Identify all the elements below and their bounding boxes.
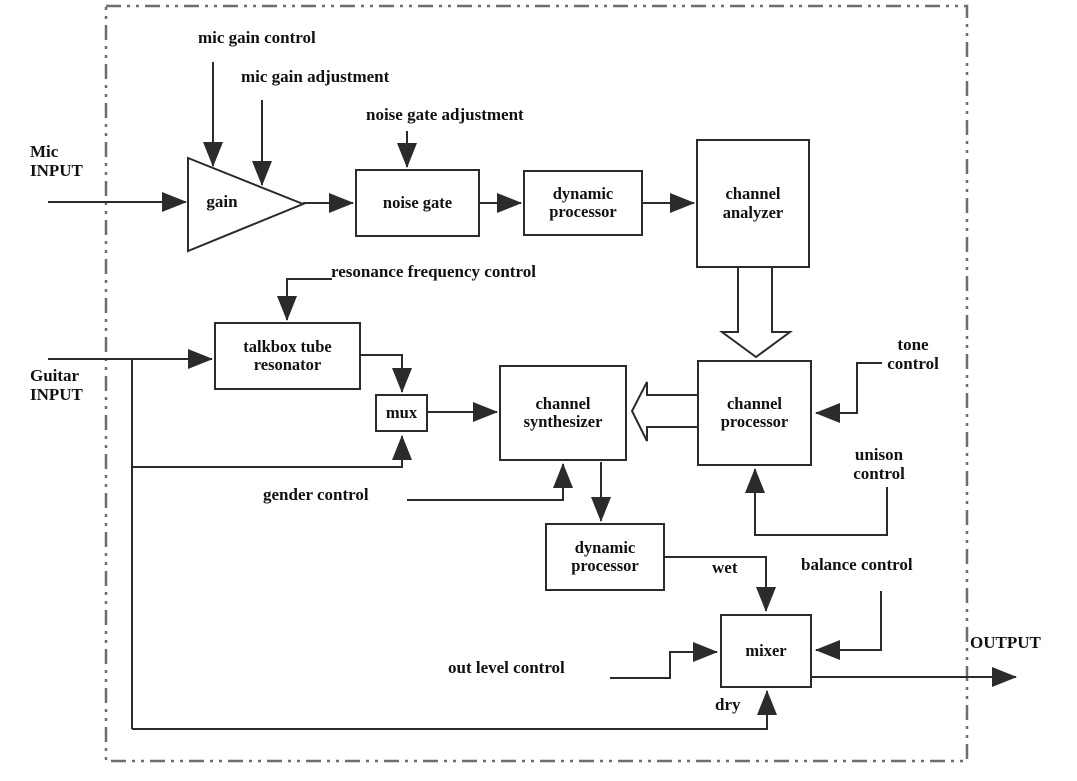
block-dynamic-processor-top: dynamic processor [523, 170, 643, 236]
label-output: OUTPUT [970, 633, 1041, 652]
hollow-arrow-analyzer-to-processor [718, 268, 794, 359]
arrow-out-level-control-to-mixer [610, 642, 718, 679]
label-wet: wet [712, 558, 738, 577]
block-channel-synthesizer: channel synthesizer [499, 365, 627, 461]
arrow-balance-control-to-mixer [815, 591, 882, 660]
hollow-arrow-processor-to-synthesizer [630, 381, 697, 442]
label-resonance-frequency-control: resonance frequency control [331, 262, 536, 281]
system-boundary-dashed-border [104, 4, 969, 763]
gain-amplifier-triangle [187, 156, 306, 253]
block-channel-analyzer: channel analyzer [696, 139, 810, 268]
label-mic-gain-adjustment: mic gain adjustment [241, 67, 390, 86]
block-dynamic-processor-bottom: dynamic processor [545, 523, 665, 591]
arrow-talkbox-to-mux [361, 354, 412, 393]
arrow-wet-to-mixer [665, 556, 776, 612]
block-gain-label: gain [206, 192, 238, 211]
label-out-level-control: out level control [448, 658, 565, 677]
block-mixer: mixer [720, 614, 812, 688]
label-mic-gain-control: mic gain control [198, 28, 316, 47]
label-guitar-input: Guitar INPUT [30, 366, 83, 404]
arrow-unison-control-to-channel-processor [745, 468, 888, 536]
arrow-gender-control-to-synthesizer [407, 463, 573, 501]
label-gender-control: gender control [263, 485, 369, 504]
block-noise-gate: noise gate [355, 169, 480, 237]
label-unison-control: unison control [853, 445, 905, 483]
label-balance-control: balance control [801, 555, 913, 574]
block-talkbox-tube-resonator: talkbox tube resonator [214, 322, 361, 390]
label-noise-gate-adjustment: noise gate adjustment [366, 105, 524, 124]
arrow-resonance-frequency-control-to-talkbox [277, 278, 332, 321]
arrow-dry-to-mixer [132, 690, 777, 730]
label-dry: dry [715, 695, 741, 714]
arrow-guitar-direct-to-mux [132, 435, 412, 468]
block-channel-processor: channel processor [697, 360, 812, 466]
label-tone-control: tone control [887, 335, 939, 373]
arrow-tone-control-to-channel-processor [815, 362, 882, 423]
label-mic-input: Mic INPUT [30, 142, 83, 180]
block-mux: mux [375, 394, 428, 432]
